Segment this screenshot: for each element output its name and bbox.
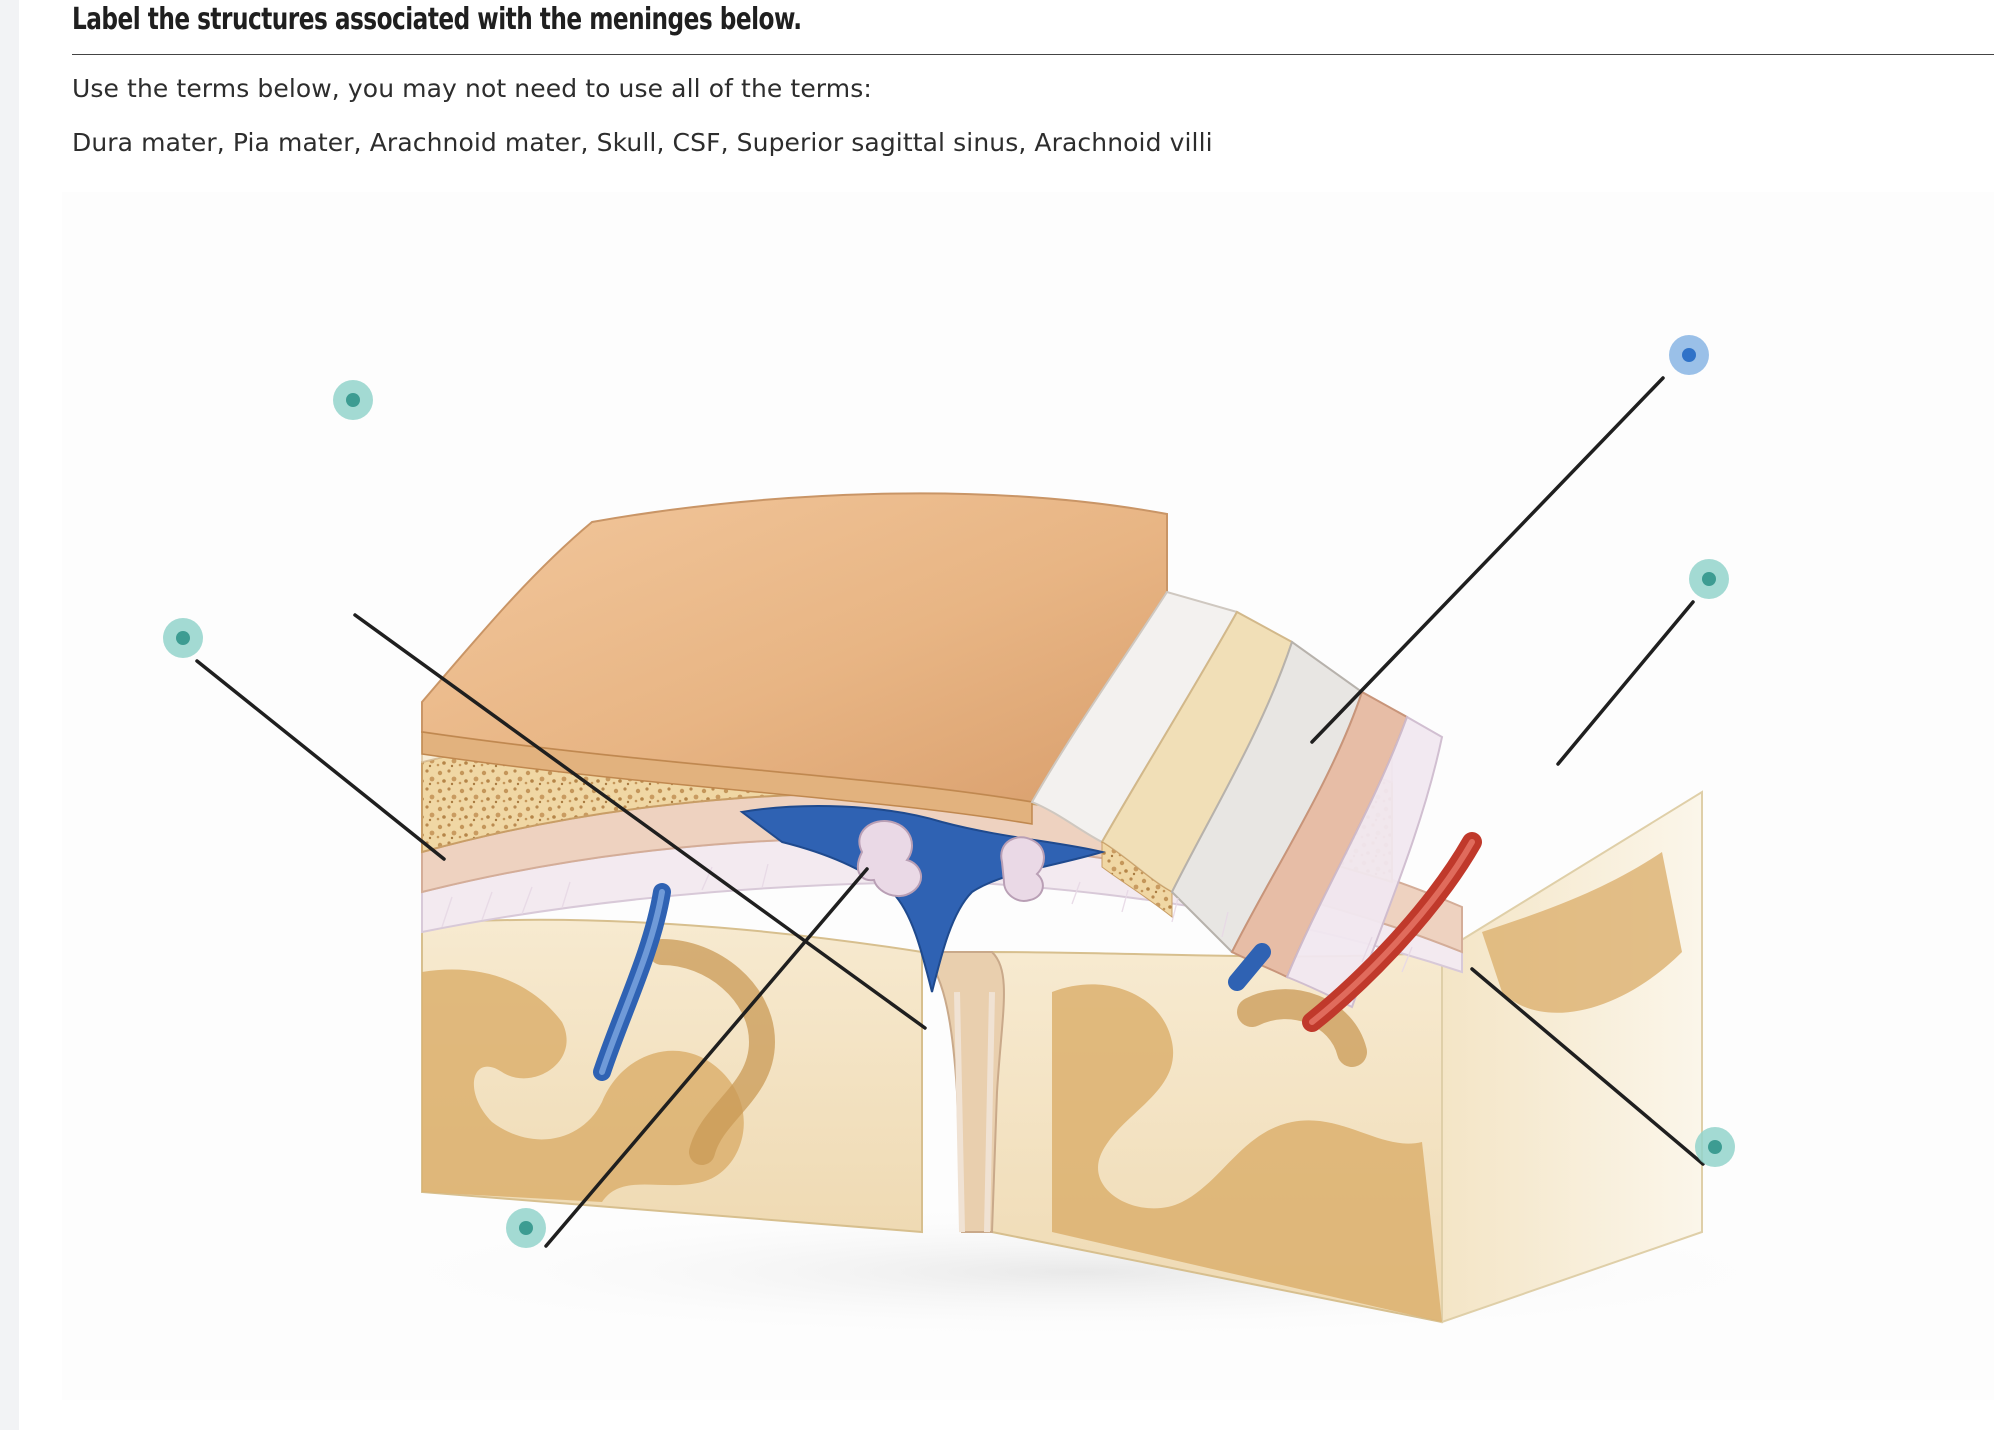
gray-matter-left bbox=[422, 969, 744, 1202]
bone-step-edge bbox=[1101, 841, 1173, 919]
instruction-text: Use the terms below, you may not need to… bbox=[72, 74, 872, 103]
title-divider bbox=[72, 54, 1994, 55]
left-rail bbox=[0, 0, 19, 1430]
hotspot-upper-right[interactable] bbox=[1669, 335, 1709, 375]
longitudinal-fissure bbox=[919, 951, 1005, 1233]
arachnoid-villus-left bbox=[856, 820, 922, 898]
hotspot-right[interactable] bbox=[1689, 559, 1729, 599]
hotspot-dot bbox=[346, 393, 360, 407]
leader-lines bbox=[195, 376, 1705, 1248]
cerebral-artery-highlight bbox=[1309, 839, 1475, 1025]
arachnoid-villus-right bbox=[1000, 836, 1045, 902]
cerebral-vein-right bbox=[1228, 943, 1271, 991]
hotspot-dot bbox=[176, 631, 190, 645]
leader-line-right bbox=[1556, 600, 1695, 766]
arachnoid-trabeculae bbox=[441, 863, 1413, 973]
leader-line-upper-right bbox=[1310, 376, 1665, 744]
hotspot-lower-right[interactable] bbox=[1695, 1127, 1735, 1167]
gray-matter-side bbox=[1482, 852, 1682, 1013]
hotspot-left[interactable] bbox=[163, 618, 203, 658]
scalp-edge bbox=[421, 731, 1033, 825]
hotspot-bottom-left[interactable] bbox=[506, 1208, 546, 1248]
hotspot-dot bbox=[519, 1221, 533, 1235]
hotspot-dot bbox=[1708, 1140, 1722, 1154]
hotspot-upper-left[interactable] bbox=[333, 380, 373, 420]
meninges-figure bbox=[62, 192, 1994, 1400]
falx-cerebri bbox=[954, 991, 995, 1233]
hotspot-dot bbox=[1702, 572, 1716, 586]
gyrus-fold-left bbox=[649, 939, 776, 1165]
leader-line-left bbox=[195, 659, 446, 861]
term-list: Dura mater, Pia mater, Arachnoid mater, … bbox=[72, 128, 1213, 157]
leader-line-lower-right bbox=[1470, 967, 1705, 1166]
question-title: Label the structures associated with the… bbox=[72, 2, 802, 37]
leader-line-upper-left bbox=[353, 613, 927, 1030]
hotspot-dot-selected bbox=[1682, 348, 1696, 362]
leader-line-bottom-left bbox=[544, 867, 869, 1248]
cerebral-vein-highlight bbox=[599, 889, 665, 1075]
meninges-illustration bbox=[163, 335, 1842, 1342]
gray-matter-right bbox=[1052, 984, 1442, 1322]
